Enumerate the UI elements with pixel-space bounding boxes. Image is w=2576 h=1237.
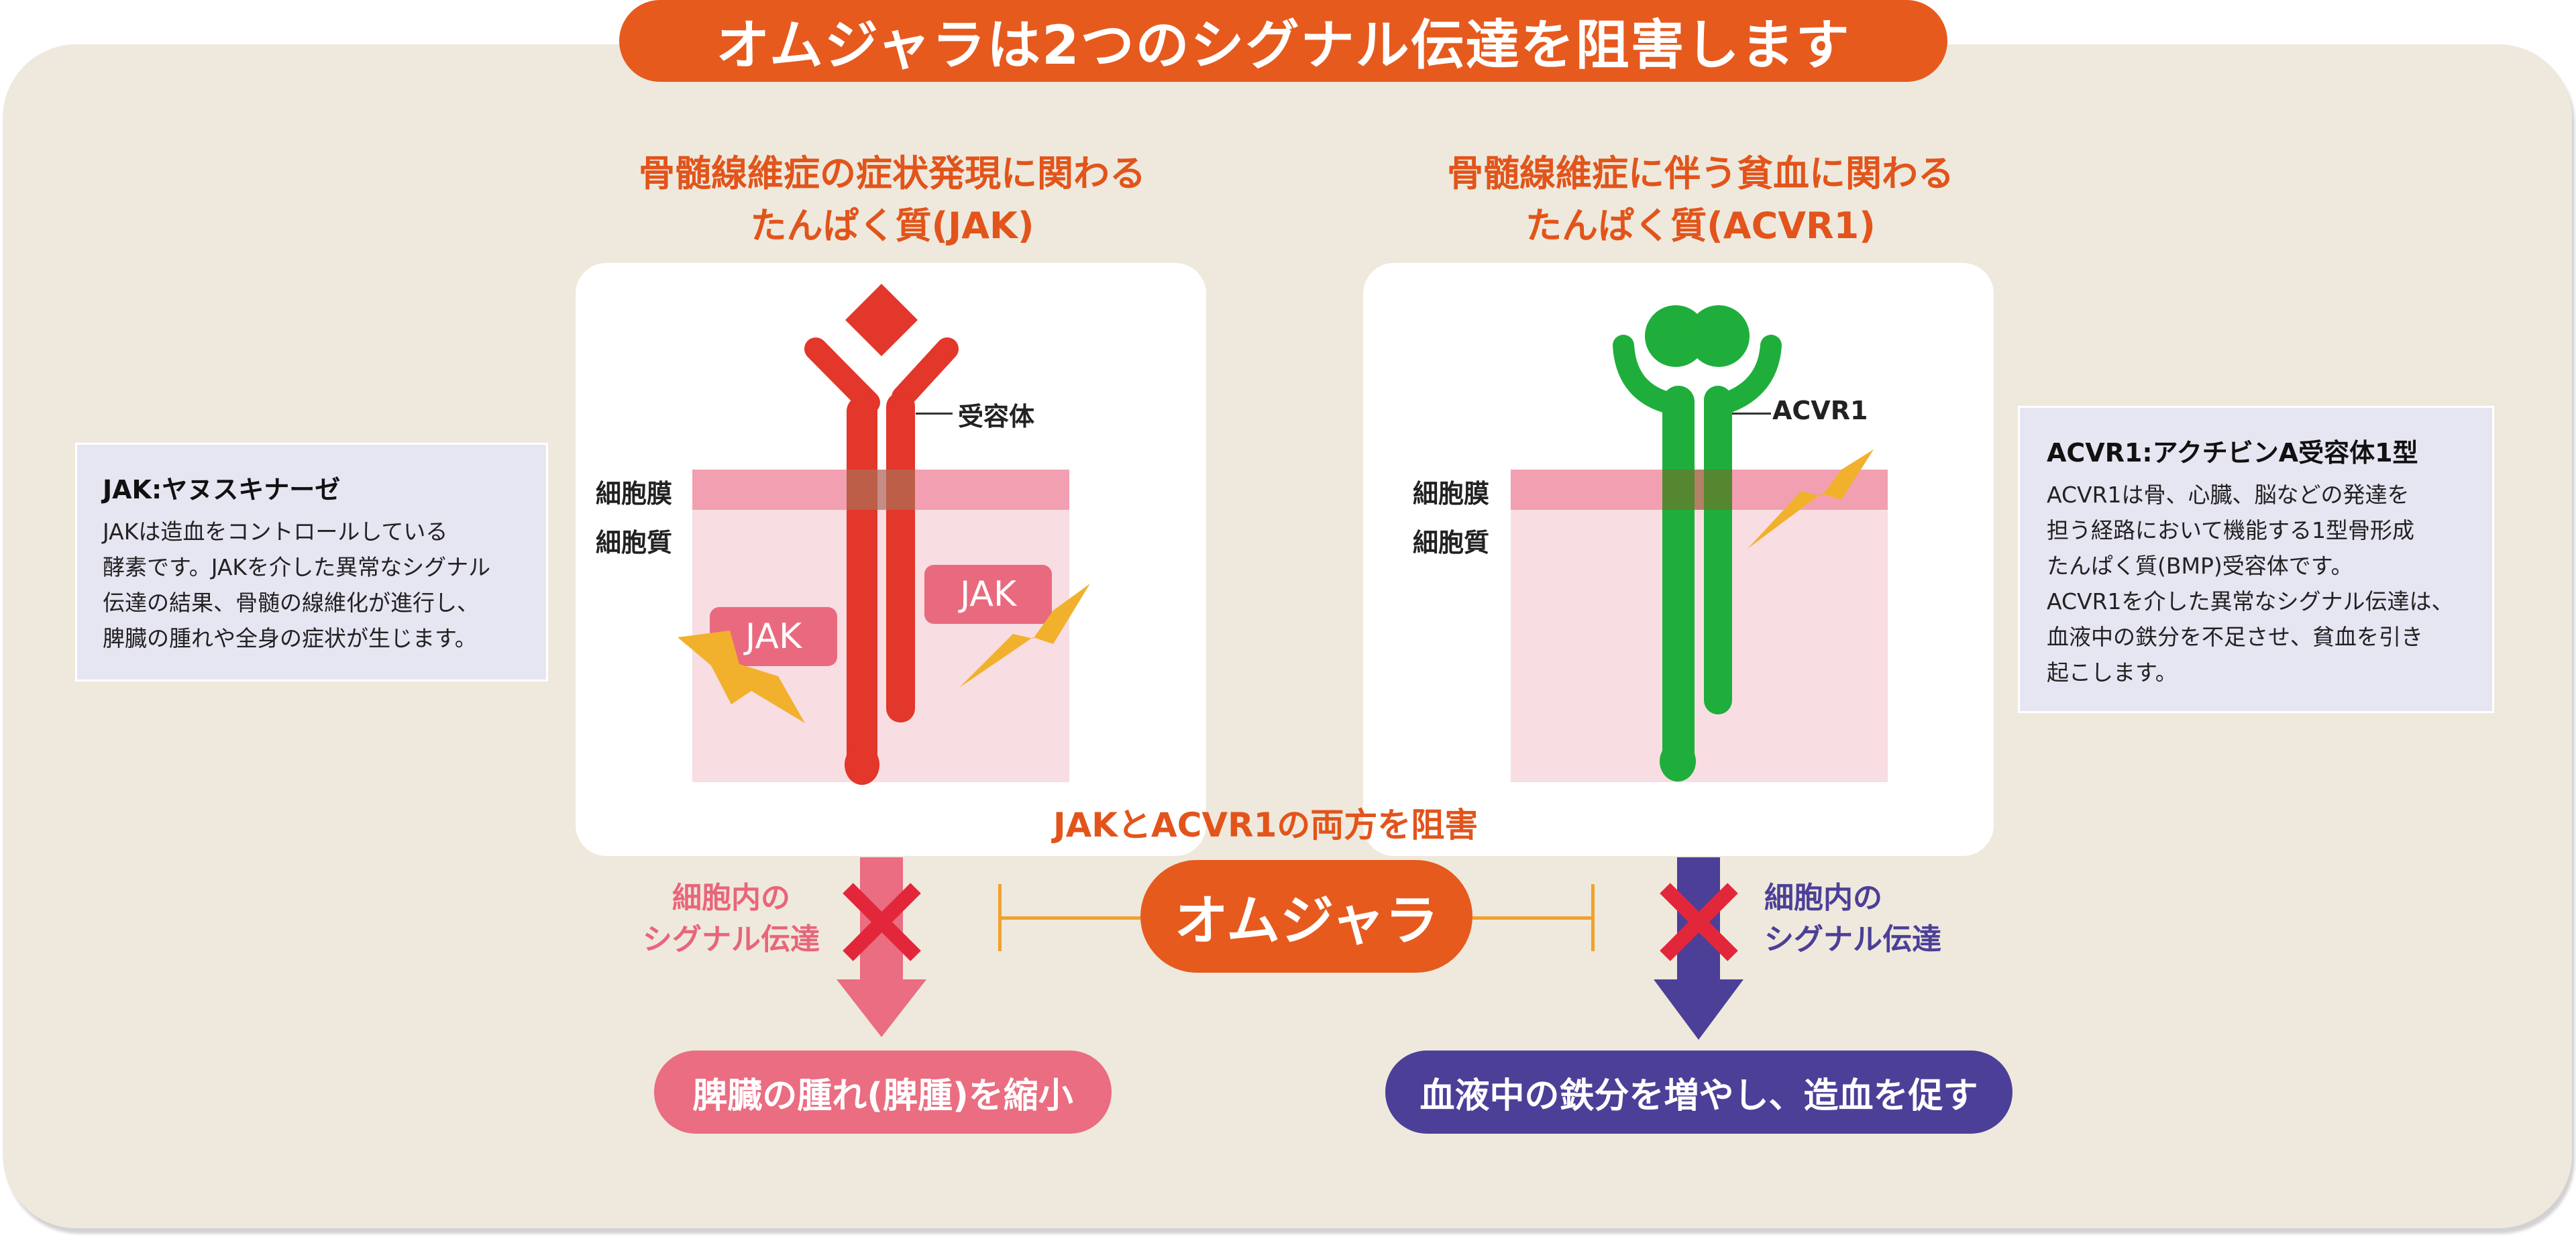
jak-info-title: JAK:ヤヌスキナーゼ bbox=[103, 475, 341, 504]
left-heading: 骨髄線維症の症状発現に関わる たんぱく質(JAK) bbox=[557, 148, 1228, 252]
right-heading-line1: 骨髄線維症に伴う貧血に関わる bbox=[1447, 152, 1954, 195]
receptor-tail bbox=[845, 745, 879, 785]
lightning-icon bbox=[678, 631, 805, 723]
receptor-head bbox=[845, 284, 918, 356]
left-heading-line1: 骨髄線維症の症状発現に関わる bbox=[639, 152, 1146, 195]
receptor-tail bbox=[1660, 741, 1696, 782]
left-membrane-label: 細胞膜 bbox=[596, 479, 673, 508]
lightning-icon bbox=[1748, 449, 1874, 549]
right-arrow-head bbox=[1654, 979, 1743, 1040]
jak-tag-right: JAK bbox=[924, 565, 1052, 624]
jak-receptor bbox=[804, 284, 959, 785]
receptor-chain-right bbox=[886, 392, 915, 722]
receptor-head-right bbox=[1688, 305, 1750, 367]
left-signal-label: 細胞内の シグナル伝達 bbox=[643, 881, 820, 957]
right-signal-label: 細胞内の シグナル伝達 bbox=[1764, 881, 1941, 957]
receptor-head-left bbox=[1645, 305, 1707, 367]
acvr1-receptor bbox=[1613, 305, 1782, 782]
acvr1-info-box: ACVR1:アクチビンA受容体1型 ACVR1は骨、心臓、脳などの発達を 担う経… bbox=[2018, 406, 2494, 713]
acvr1-info-title: ACVR1:アクチビンA受容体1型 bbox=[2047, 438, 2418, 468]
left-cytoplasm-label: 細胞質 bbox=[596, 528, 673, 557]
right-heading: 骨髄線維症に伴う貧血に関わる たんぱく質(ACVR1) bbox=[1365, 148, 2036, 252]
right-result: 血液中の鉄分を増やし、造血を促す bbox=[1385, 1051, 2012, 1134]
right-membrane-label: 細胞膜 bbox=[1413, 479, 1490, 508]
acvr1-label: ACVR1 bbox=[1772, 396, 1868, 425]
acvr1-info-text: ACVR1は骨、心臓、脳などの発達を 担う経路において機能する1型骨形成 たんぱ… bbox=[2047, 482, 2454, 686]
receptor-arm-right bbox=[892, 337, 959, 409]
jak-info-text: JAKは造血をコントロールしている 酵素です。JAKを介した異常なシグナル 伝達… bbox=[103, 519, 491, 651]
receptor-chain-right bbox=[1704, 386, 1732, 714]
right-inhibit-line bbox=[1472, 916, 1593, 920]
receptor-chain-left bbox=[1662, 386, 1695, 768]
block-cross-icon bbox=[843, 883, 921, 961]
right-heading-line2: たんぱく質(ACVR1) bbox=[1525, 205, 1876, 247]
left-arrow-head bbox=[837, 979, 926, 1037]
receptor-pointer-line bbox=[916, 413, 953, 415]
receptor-arm-left bbox=[804, 337, 880, 414]
receptor-chain-left bbox=[847, 396, 877, 771]
lightning-icon bbox=[959, 584, 1090, 688]
left-inhibit-line bbox=[1000, 916, 1140, 920]
jak-info-box: JAK:ヤヌスキナーゼ JAKは造血をコントロールしている 酵素です。JAKを介… bbox=[75, 443, 548, 682]
left-heading-line2: たんぱく質(JAK) bbox=[750, 205, 1034, 247]
drug-label: オムジャラ bbox=[1140, 860, 1472, 973]
left-membrane-overlap bbox=[847, 470, 915, 510]
left-result: 脾臓の腫れ(脾腫)を縮小 bbox=[654, 1051, 1112, 1134]
right-cytoplasm-area bbox=[1511, 470, 1888, 782]
right-membrane-overlap bbox=[1662, 470, 1732, 510]
receptor-label: 受容体 bbox=[958, 402, 1035, 431]
acvr1-pointer-line bbox=[1732, 413, 1771, 415]
right-cytoplasm-label: 細胞質 bbox=[1413, 528, 1490, 557]
page-title: オムジャラは2つのシグナル伝達を阻害します bbox=[619, 0, 1947, 82]
block-cross-icon bbox=[1660, 883, 1738, 961]
both-inhibit-caption: JAKとACVR1の両方を阻害 bbox=[1053, 806, 1479, 845]
